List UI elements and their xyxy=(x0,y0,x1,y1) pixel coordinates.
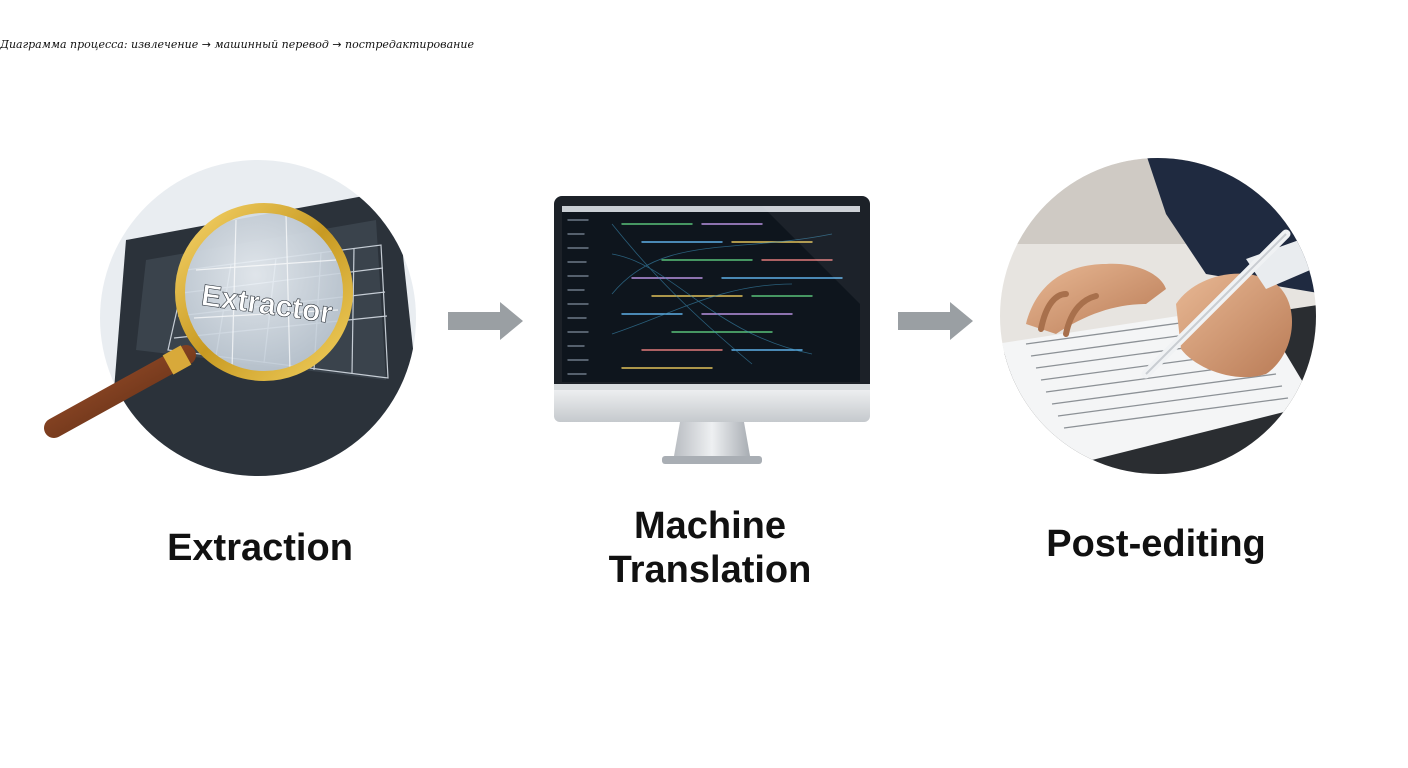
writing-hand-icon xyxy=(1000,158,1316,474)
monitor-icon xyxy=(554,196,870,464)
caption-part-postediting: постредактирование xyxy=(345,38,474,51)
caption-part-translation: машинный перевод xyxy=(214,38,329,51)
caption-arrow-1: → xyxy=(201,38,211,51)
step-label-line-1: Machine xyxy=(633,505,787,547)
step-label-extraction: Extraction xyxy=(167,527,353,569)
step-label-machine-translation: Machine Translation xyxy=(560,504,860,592)
diagram-caption: Диаграмма процесса: извлечение → машинны… xyxy=(0,38,474,51)
arrow-right-icon xyxy=(448,302,523,340)
extraction-illustration: Extractor xyxy=(44,160,416,476)
step-label-post-editing: Post-editing xyxy=(1046,523,1266,565)
caption-part-extraction: Диаграмма процесса: извлечение xyxy=(0,38,199,51)
arrow-right-icon xyxy=(898,302,973,340)
caption-arrow-2: → xyxy=(332,38,342,51)
step-label-line-2: Translation xyxy=(608,549,812,591)
